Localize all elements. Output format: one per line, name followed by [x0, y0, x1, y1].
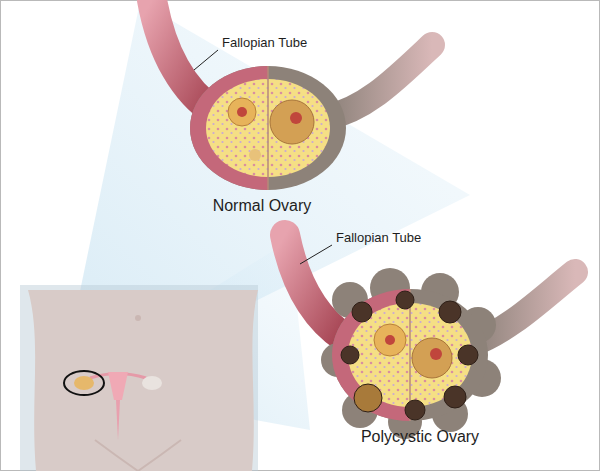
- leader-line: [300, 245, 332, 264]
- follicle: [228, 98, 256, 126]
- cut-line: [267, 66, 269, 190]
- ovary-cut: [190, 66, 268, 190]
- normal-ovary: [152, 0, 432, 190]
- small-vagina: [116, 400, 120, 440]
- highlight-circle: [64, 371, 104, 395]
- oocyte: [237, 107, 247, 117]
- follicle: [412, 338, 452, 378]
- ovary-shell: [332, 289, 488, 421]
- follicle: [249, 149, 261, 161]
- leader-line: [194, 50, 218, 70]
- cysts: [341, 291, 478, 420]
- follicle: [374, 324, 406, 356]
- overlay-panel: [20, 285, 258, 471]
- oocyte: [385, 335, 395, 345]
- cyst-bumps: [321, 268, 501, 439]
- part-label: Fallopian Tube: [222, 36, 307, 51]
- small-ovary: [74, 376, 94, 390]
- body-silhouette: [20, 285, 258, 471]
- oocyte: [290, 112, 302, 124]
- caption-label: Normal Ovary: [213, 197, 312, 215]
- polycystic-ovary: [285, 235, 575, 439]
- fallopian-tube: [285, 235, 345, 338]
- small-uterus: [108, 372, 128, 400]
- caption-label: Polycystic Ovary: [361, 428, 479, 446]
- oocyte: [430, 348, 442, 360]
- ovary-shell: [190, 66, 346, 190]
- ovary-cut: [332, 289, 410, 421]
- small-ovary: [142, 376, 162, 390]
- part-label: Fallopian Tube: [336, 231, 421, 246]
- follicle: [270, 100, 314, 144]
